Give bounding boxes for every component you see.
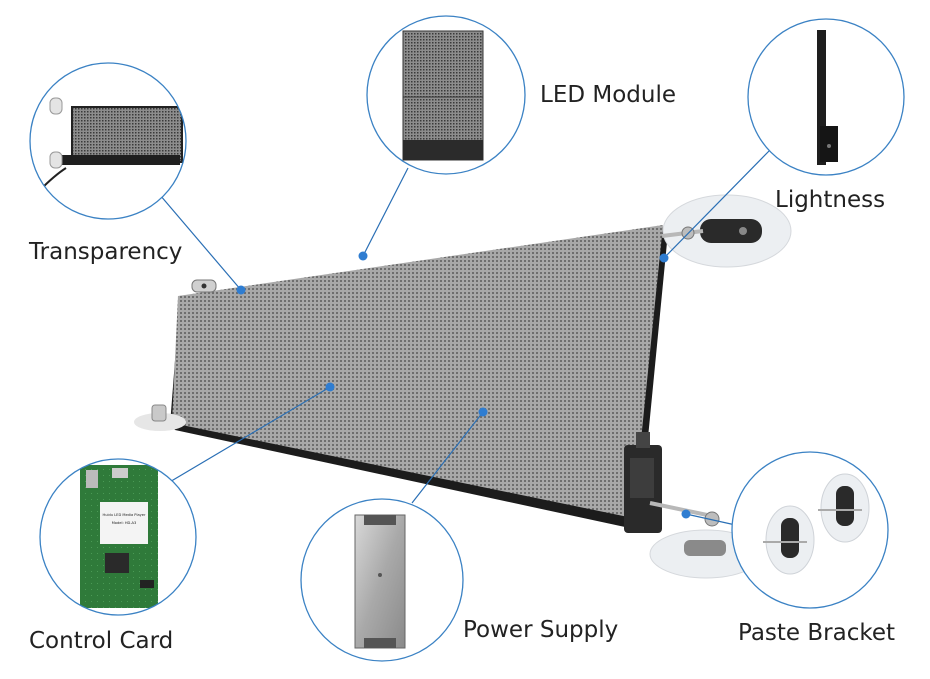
left-stand xyxy=(134,404,186,431)
circle-led-module xyxy=(366,15,526,175)
circle-lightness xyxy=(747,18,905,176)
label-paste-bracket: Paste Bracket xyxy=(738,620,896,646)
label-led-module: LED Module xyxy=(540,82,677,108)
callout-line-led-module xyxy=(362,167,409,257)
top-left-clip xyxy=(191,279,217,293)
label-control-card: Control Card xyxy=(29,628,174,654)
control-card-text-line2: Model: HD-A3 xyxy=(112,521,137,525)
control-card-text-line1: Huidu LED Media Player xyxy=(103,513,147,517)
callout-dot-paste-bracket xyxy=(681,509,691,519)
label-lightness: Lightness xyxy=(775,187,886,213)
callout-line-power-supply xyxy=(411,411,484,504)
pcb-chip xyxy=(105,553,129,573)
callout-dot-lightness xyxy=(659,253,669,263)
right-mount xyxy=(624,432,662,533)
panel-face xyxy=(172,225,663,518)
label-transparency: Transparency xyxy=(29,239,183,265)
callout-lines xyxy=(159,149,771,527)
top-right-bracket xyxy=(661,194,792,268)
callout-line-lightness xyxy=(663,149,771,259)
callout-line-paste-bracket xyxy=(685,513,741,527)
callout-dot-led-module xyxy=(358,251,368,261)
callout-line-control-card xyxy=(167,386,331,484)
circle-control-card: Huidu LED Media Player Model: HD-A3 xyxy=(39,458,197,616)
callout-dots xyxy=(236,251,691,519)
circle-transparency xyxy=(29,62,187,220)
circle-paste-bracket xyxy=(731,451,889,609)
label-power-supply: Power Supply xyxy=(463,617,619,643)
led-panel xyxy=(134,194,792,579)
callout-dot-power-supply xyxy=(478,407,488,417)
callout-dot-transparency xyxy=(236,285,246,295)
circle-power-supply xyxy=(300,498,464,662)
callout-line-transparency xyxy=(159,194,242,291)
callout-dot-control-card xyxy=(325,382,335,392)
